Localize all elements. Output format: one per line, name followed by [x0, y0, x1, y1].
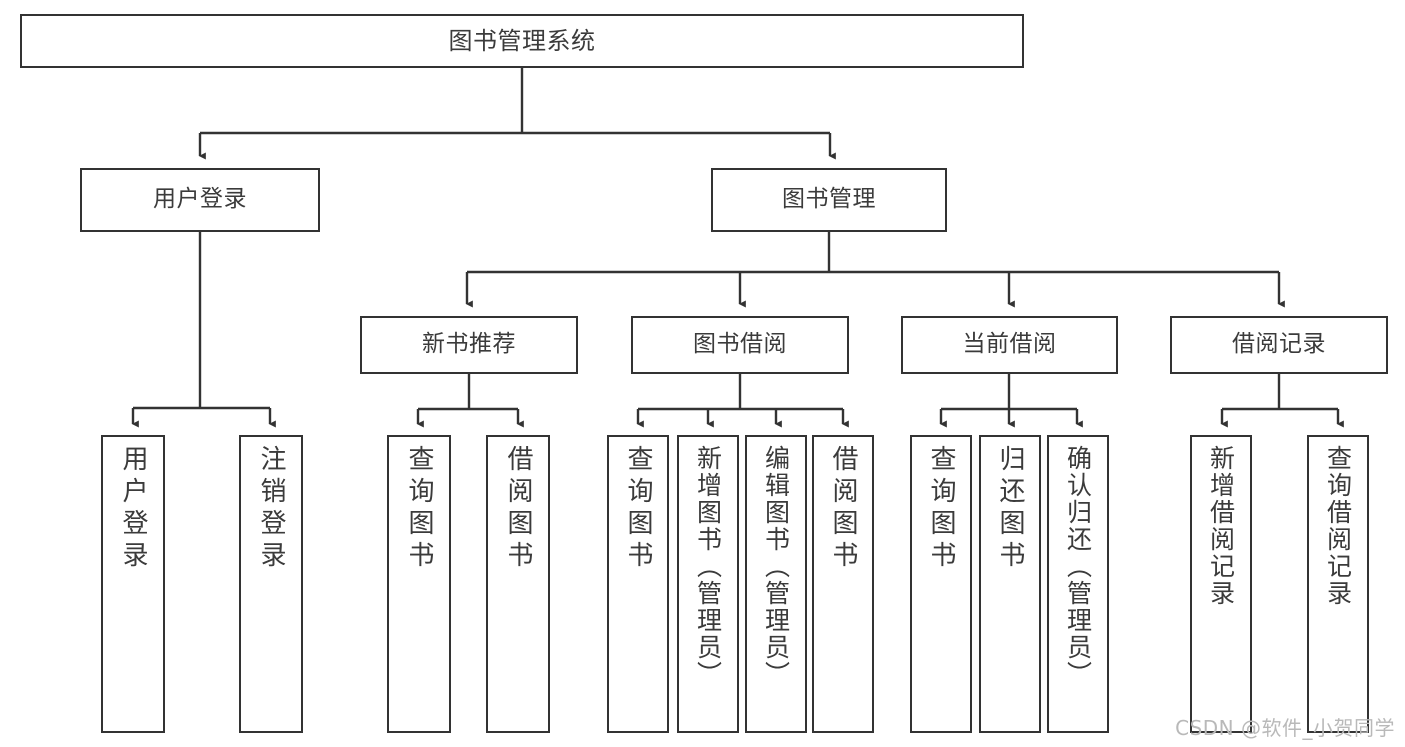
node-label: 编辑图书（管理员） — [761, 445, 791, 688]
node-label: 新书推荐 — [422, 331, 516, 358]
node-current-borrow[interactable]: 当前借阅 — [901, 316, 1118, 374]
leaf-borrow-record-query-record[interactable]: 查询借阅记录 — [1307, 435, 1369, 733]
leaf-new-book-query-book[interactable]: 查询图书 — [387, 435, 451, 733]
node-label: 归还图书 — [995, 445, 1025, 573]
node-label: 用户登录 — [118, 445, 148, 573]
leaf-user-login-login[interactable]: 用户登录 — [101, 435, 165, 733]
node-book-borrow[interactable]: 图书借阅 — [631, 316, 849, 374]
node-label: 确认归还（管理员） — [1063, 445, 1093, 688]
node-label: 新增借阅记录 — [1206, 445, 1236, 607]
node-label: 查询图书 — [404, 445, 434, 573]
node-label: 用户登录 — [153, 186, 247, 213]
node-book-management[interactable]: 图书管理 — [711, 168, 947, 232]
node-label: 当前借阅 — [962, 331, 1057, 358]
leaf-borrow-record-add-record[interactable]: 新增借阅记录 — [1190, 435, 1252, 733]
leaf-book-borrow-add-book-admin[interactable]: 新增图书（管理员） — [677, 435, 739, 733]
node-label: 借阅图书 — [828, 445, 858, 573]
leaf-current-borrow-confirm-return-admin[interactable]: 确认归还（管理员） — [1047, 435, 1109, 733]
node-borrow-record[interactable]: 借阅记录 — [1170, 316, 1388, 374]
node-label: 图书管理 — [782, 186, 876, 213]
leaf-current-borrow-return-book[interactable]: 归还图书 — [979, 435, 1041, 733]
node-label: 图书管理系统 — [448, 26, 596, 55]
leaf-book-borrow-edit-book-admin[interactable]: 编辑图书（管理员） — [745, 435, 807, 733]
node-label: 借阅图书 — [503, 445, 533, 573]
node-label: 查询图书 — [623, 445, 653, 573]
node-label: 借阅记录 — [1232, 331, 1326, 358]
node-label: 新增图书（管理员） — [693, 445, 723, 688]
node-root-system[interactable]: 图书管理系统 — [20, 14, 1024, 68]
node-label: 查询图书 — [926, 445, 956, 573]
leaf-book-borrow-borrow-book[interactable]: 借阅图书 — [812, 435, 874, 733]
node-label: 注销登录 — [256, 445, 286, 573]
leaf-current-borrow-query-book[interactable]: 查询图书 — [910, 435, 972, 733]
watermark: CSDN @软件_小贺同学 — [1175, 716, 1395, 740]
leaf-new-book-borrow-book[interactable]: 借阅图书 — [486, 435, 550, 733]
leaf-user-login-logout[interactable]: 注销登录 — [239, 435, 303, 733]
node-user-login[interactable]: 用户登录 — [80, 168, 320, 232]
node-new-book-recommend[interactable]: 新书推荐 — [360, 316, 578, 374]
node-label: 查询借阅记录 — [1323, 445, 1353, 607]
leaf-book-borrow-query-book[interactable]: 查询图书 — [607, 435, 669, 733]
node-label: 图书借阅 — [693, 331, 787, 358]
